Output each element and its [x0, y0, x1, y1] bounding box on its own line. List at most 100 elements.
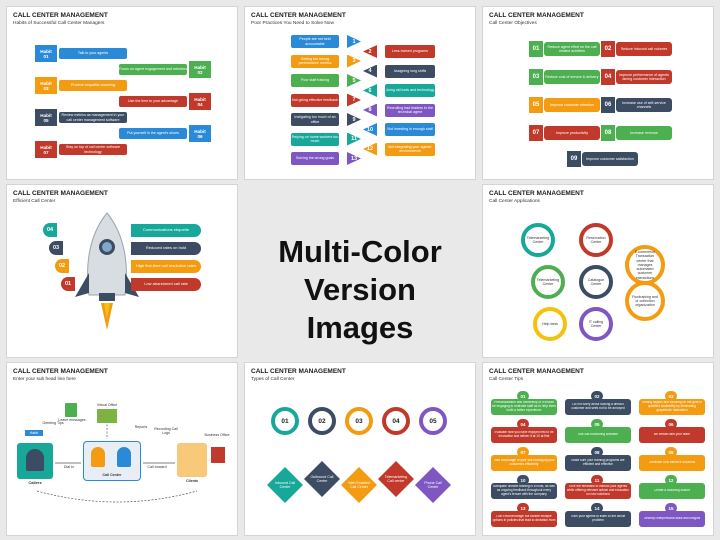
item-number: 02 — [55, 259, 69, 273]
type-text: Web Enabled Call Center — [348, 480, 370, 489]
callers-label: Callers — [28, 481, 42, 485]
practice-card: Not investing in enough staff — [385, 123, 435, 136]
tip-number: 07 — [517, 447, 529, 457]
tip-text: Make sure your training programs are eff… — [571, 459, 625, 466]
tip-text: Adequate uniform training is a must, as … — [493, 485, 555, 496]
practice-card: Recruiting bad leaders to the technical … — [385, 103, 435, 117]
item-number: 01 — [61, 277, 75, 291]
slide-title: CALL CENTER MANAGEMENT — [13, 12, 108, 19]
item-number: 03 — [49, 241, 63, 255]
objective-text: Improve productivity — [555, 130, 589, 135]
slide-tips[interactable]: CALL CENTER MANAGEMENT Call Center Tips … — [482, 362, 714, 536]
application-text: Help desk — [542, 321, 558, 326]
objective-card: Reduce cost of service & delivery — [544, 70, 600, 84]
application-text: Reservation Center — [586, 235, 606, 244]
type-number: 03 — [345, 407, 373, 435]
tip-card: Be certain with your team — [639, 427, 705, 443]
tip-card: Personalization and ownership of it shou… — [491, 399, 557, 415]
application-ring: E-commerce Transaction center that manag… — [625, 245, 665, 285]
slide-objectives[interactable]: CALL CENTER MANAGEMENT Call Center Objec… — [482, 6, 714, 180]
objective-card: Improve customer retention — [544, 98, 600, 112]
application-ring: Help desk — [533, 307, 567, 341]
habit-label: Habit — [194, 128, 206, 134]
type-number: 05 — [419, 407, 447, 435]
practice-text: Less-trained programs — [392, 49, 428, 54]
objective-card: Increase revenue — [616, 126, 672, 140]
habit-bar: Practice empathic coaching — [59, 80, 127, 91]
objective-number: 01 — [529, 41, 543, 57]
clients-box — [177, 443, 207, 477]
item-text: Communications etiquette — [142, 228, 190, 233]
tip-number: 11 — [591, 475, 603, 485]
type-text: Outbound Call Center — [310, 474, 334, 483]
practice-number: 12 — [363, 142, 377, 156]
tip-text: Develop interpersonal skills and insight… — [643, 517, 701, 521]
dial-in-label: Dial In — [63, 465, 75, 469]
tip-text: Be certain with your team — [654, 433, 690, 437]
practice-text: Relying on home workers too much — [291, 134, 339, 143]
practice-text: Not investing in enough staff — [387, 127, 433, 132]
tip-text: Setting targets and focusing on the goal… — [642, 401, 702, 412]
objective-card: Improve customer satisfaction — [582, 152, 638, 166]
habit-text: Talk to your agents — [77, 51, 109, 56]
item-text: Reduced rates on hold — [145, 246, 187, 251]
tip-card: Take advantage of your self-managing you… — [491, 455, 557, 471]
habit-label: Habit — [194, 64, 206, 70]
practice-number: 5 — [347, 74, 361, 87]
practice-number: 13 — [347, 152, 361, 165]
slide-habits[interactable]: CALL CENTER MANAGEMENT Habits of Success… — [6, 6, 238, 180]
application-text: IT calling Center — [588, 319, 604, 328]
practice-text: Assigning long shifts — [393, 68, 427, 73]
practice-text: Poor staff training — [300, 78, 330, 83]
objective-number: 09 — [567, 151, 581, 167]
center-title: Multi-Color Version Images — [247, 233, 473, 347]
type-number: 02 — [308, 407, 336, 435]
greeting-label: Greeting Tips — [42, 421, 64, 425]
objective-card: Reduce inbound call volumes — [616, 42, 672, 56]
slide-subtitle: Habits of Successful Call Center Manager… — [13, 21, 105, 26]
habit-number: 02 — [197, 69, 203, 75]
practice-card: People are not held accountable — [291, 35, 339, 48]
habit-bar: Review metrics as management in your cal… — [59, 112, 127, 123]
slide-title: CALL CENTER MANAGEMENT — [13, 368, 108, 375]
practice-card: Using old tools and technology — [385, 84, 435, 97]
slide-call-flow[interactable]: CALL CENTER MANAGEMENT Enter your sub he… — [6, 362, 238, 536]
habit-number: 04 — [197, 101, 203, 107]
type-card: Telemarketing Call center — [378, 461, 414, 497]
habit-text: Put yourself in the agent's shoes — [127, 131, 179, 136]
practice-number: 11 — [347, 132, 361, 146]
practice-card: Poor staff training — [291, 74, 339, 87]
application-text: E-commerce Transaction center that manag… — [634, 249, 656, 280]
call-forward-label: Call forward — [147, 465, 167, 469]
center-title-line-1: Multi-Color — [278, 234, 442, 269]
practice-card: Less-trained programs — [385, 45, 435, 58]
slide-subtitle: Types of Call Center — [251, 377, 295, 382]
practice-number: 8 — [363, 103, 377, 117]
objective-text: Reduce agent effort on the call related … — [547, 44, 597, 53]
item-bar: Low abandoned call rate — [131, 278, 201, 291]
type-number: 01 — [271, 407, 299, 435]
habit-number: 06 — [197, 133, 203, 139]
slide-types[interactable]: CALL CENTER MANAGEMENT Types of Call Cen… — [244, 362, 476, 536]
practice-number: 1 — [347, 35, 361, 48]
slide-efficient-call-center[interactable]: CALL CENTER MANAGEMENT Efficient Call Ce… — [6, 184, 238, 358]
habit-number: 03 — [43, 85, 49, 91]
habit-number: 07 — [43, 149, 49, 155]
type-card: Phone Call Center — [415, 467, 451, 503]
practice-number: 4 — [363, 64, 377, 78]
habit-bar: Put yourself in the agent's shoes — [119, 128, 187, 139]
tip-text: Don't micromanage but handle multiple op… — [492, 515, 556, 522]
application-ring: IT calling Center — [579, 307, 613, 341]
slide-subtitle: Poor Practices You Need to Solve Now — [251, 21, 334, 26]
business-office-label: Business Office — [204, 433, 230, 437]
tip-card: Make sure your training programs are eff… — [565, 455, 631, 471]
slide-subtitle: Efficient Call Center — [13, 199, 56, 204]
slide-poor-practices[interactable]: CALL CENTER MANAGEMENT Poor Practices Yo… — [244, 6, 476, 180]
slide-applications[interactable]: CALL CENTER MANAGEMENT Call Center Appli… — [482, 184, 714, 358]
practice-text: Not integrating your agents' environment… — [388, 144, 432, 153]
habit-label: Habit — [40, 80, 52, 86]
